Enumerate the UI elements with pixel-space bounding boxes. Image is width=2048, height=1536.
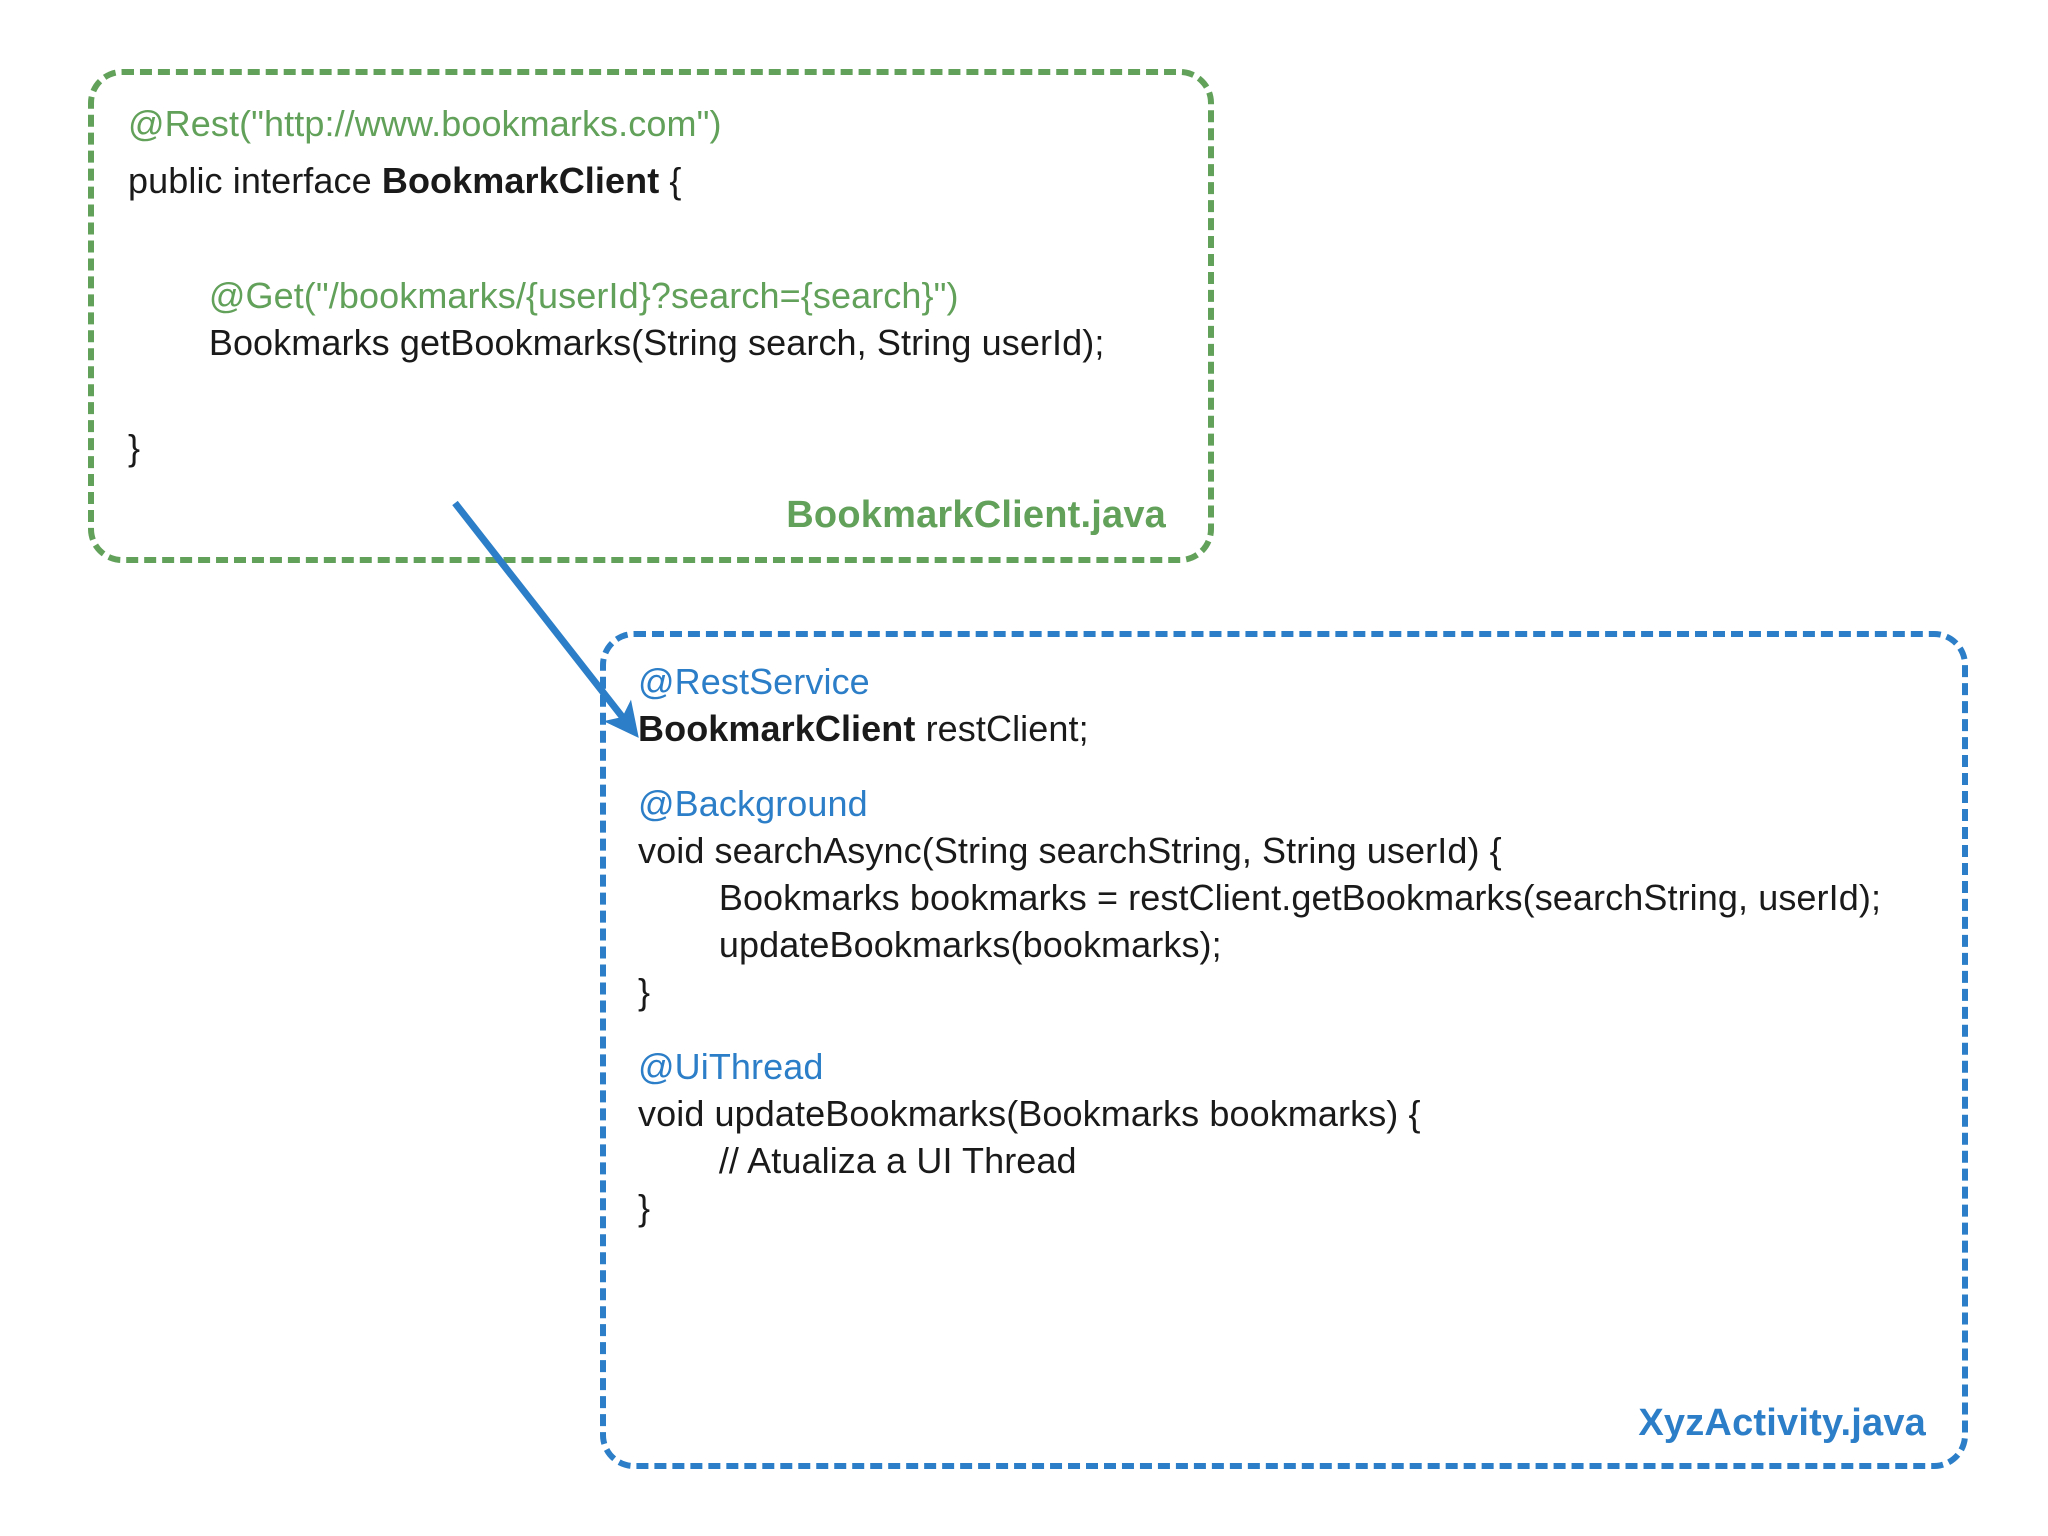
- code-box-xyz-activity: @RestService BookmarkClient restClient; …: [600, 631, 1968, 1469]
- code-line-getbookmarks-call: Bookmarks bookmarks = restClient.getBook…: [638, 876, 1882, 918]
- code-line-interface-decl: public interface BookmarkClient {: [128, 158, 1174, 205]
- code-line-blank: [638, 753, 1936, 782]
- code-fragment-pre: public interface: [128, 159, 382, 201]
- code-line-annotation-restservice: @RestService: [638, 661, 870, 702]
- code-line-blank: [128, 205, 1174, 239]
- code-line-annotation-uithread: @UiThread: [638, 1046, 824, 1088]
- code-block-bookmark-client: @Rest("http://www.bookmarks.com") public…: [94, 75, 1208, 472]
- code-block-xyz-activity: @RestService BookmarkClient restClient; …: [606, 637, 1962, 1231]
- code-line-annotation-rest: @Rest("http://www.bookmarks.com"): [128, 103, 722, 144]
- code-line-updatebookmarks-call: updateBookmarks(bookmarks);: [638, 923, 1222, 965]
- code-line-comment-atualiza: // Atualiza a UI Thread: [638, 1139, 1077, 1181]
- file-label-xyz-activity: XyzActivity.java: [1638, 1402, 1926, 1444]
- code-line-blank: [128, 239, 1174, 273]
- code-line-closing-brace: }: [128, 426, 141, 468]
- code-fragment-bold: BookmarkClient: [638, 707, 916, 749]
- code-line-getbookmarks-signature: Bookmarks getBookmarks(String search, St…: [128, 321, 1105, 363]
- code-line-updatebookmarks-close: }: [638, 1186, 651, 1228]
- code-line-annotation-get: @Get("/bookmarks/{userId}?search={search…: [128, 274, 959, 316]
- code-box-bookmark-client: @Rest("http://www.bookmarks.com") public…: [88, 69, 1214, 563]
- code-line-blank: [128, 367, 1174, 401]
- code-line-searchasync-close: }: [638, 970, 651, 1012]
- code-line-annotation-background: @Background: [638, 783, 868, 825]
- code-fragment-bold: BookmarkClient: [381, 159, 660, 201]
- file-label-bookmark-client: BookmarkClient.java: [786, 494, 1166, 536]
- code-line-searchasync-signature: void searchAsync(String searchString, St…: [638, 830, 1502, 872]
- code-fragment-post: restClient;: [915, 707, 1089, 749]
- code-fragment-post: {: [659, 159, 682, 201]
- code-line-updatebookmarks-signature: void updateBookmarks(Bookmarks bookmarks…: [638, 1092, 1421, 1134]
- code-line-blank: [638, 1015, 1936, 1044]
- code-line-restclient-field: BookmarkClient restClient;: [638, 706, 1936, 753]
